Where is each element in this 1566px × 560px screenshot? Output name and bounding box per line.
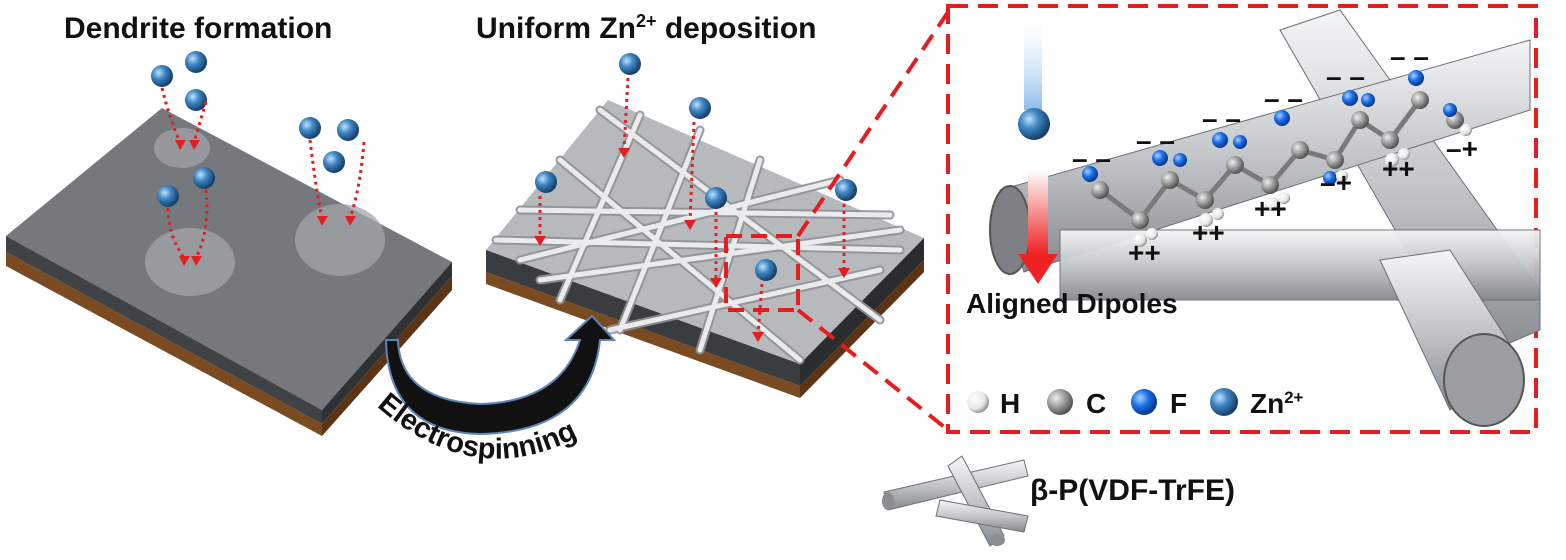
legend-f: F	[1170, 388, 1188, 419]
svg-text:– –: – –	[1072, 143, 1111, 174]
svg-text:++: ++	[1128, 237, 1161, 268]
svg-text:++: ++	[1192, 217, 1225, 248]
svg-text:++: ++	[1382, 153, 1415, 184]
svg-text:–+: –+	[1320, 167, 1352, 198]
svg-text:– –: – –	[1326, 61, 1365, 92]
zoom-panel: – – – – – – – – – – – – ++ ++ ++ –+ ++ –…	[946, 4, 1541, 434]
svg-text:++: ++	[1254, 193, 1287, 224]
process-arrow	[384, 314, 617, 436]
svg-text:– –: – –	[1136, 125, 1175, 156]
aligned-dipoles-caption: Aligned Dipoles	[966, 288, 1178, 319]
svg-text:– –: – –	[1390, 41, 1429, 72]
legend-h: H	[1000, 388, 1021, 419]
dendrite-title: Dendrite formation	[64, 12, 333, 45]
legend-zn: Zn2+	[1250, 387, 1304, 419]
svg-text:–+: –+	[1446, 133, 1478, 164]
svg-text:– –: – –	[1202, 103, 1241, 134]
dendrite-substrate	[6, 51, 452, 436]
legend-c: C	[1086, 388, 1107, 419]
uniform-title: Uniform Zn2+ deposition	[476, 11, 817, 45]
fiber-substrate	[486, 53, 924, 398]
svg-text:– –: – –	[1264, 83, 1303, 114]
material-icon	[882, 455, 1029, 547]
material-label: β-P(VDF-TrFE)	[1030, 474, 1235, 507]
zoom-connector	[796, 10, 950, 432]
